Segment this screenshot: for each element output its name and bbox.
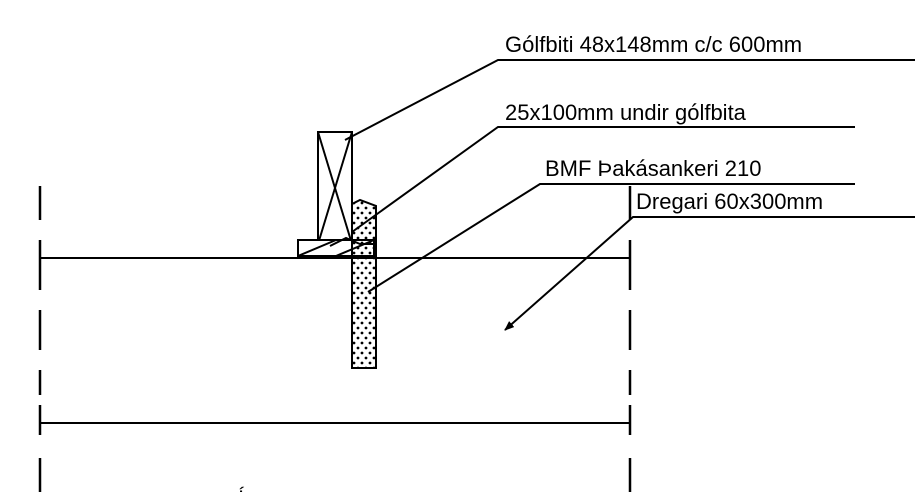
- beam-label: Dregari 60x300mm: [636, 189, 823, 214]
- leader-lines: [344, 59, 915, 331]
- anchor-leader: [367, 183, 855, 293]
- joist-label: Gólfbiti 48x148mm c/c 600mm: [505, 32, 802, 57]
- beam-leader: [504, 216, 915, 331]
- packer-label: 25x100mm undir gólfbita: [505, 100, 747, 125]
- bottom-mark: Í: [238, 486, 245, 492]
- anchor-label: BMF Þakásankeri 210: [545, 156, 761, 181]
- packer-leader: [351, 126, 855, 233]
- joist-leader: [344, 59, 915, 141]
- anchor-bracket: [329, 198, 377, 369]
- floor-joist: [317, 131, 353, 245]
